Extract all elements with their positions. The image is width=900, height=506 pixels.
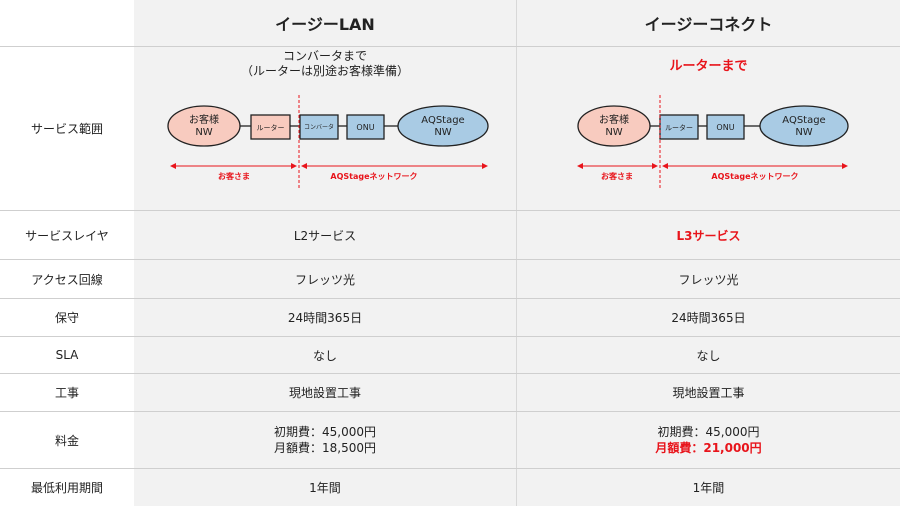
aqstage-side-label: AQStageネットワーク — [330, 171, 417, 181]
aqstage-side-label: AQStageネットワーク — [711, 171, 798, 181]
easy-lan-monthly-fee: 月額費：18,500円 — [274, 441, 376, 455]
easy-lan-scope-diagram: お客様 NW ルーター コンバータ ONU AQStage NW — [167, 95, 489, 189]
customer-nw-ellipse — [577, 105, 651, 147]
easy-connect-caption: ルーターまで — [669, 59, 748, 74]
converter-label: コンバータ — [304, 123, 334, 131]
row-label: アクセス回線 — [0, 260, 134, 298]
easy-connect-value: L3サービス — [516, 211, 900, 259]
easy-lan-value: 現地設置工事 — [134, 374, 516, 411]
aqstage-nw-label-2: NW — [434, 127, 451, 138]
easy-connect-initial-fee: 初期費：45,000円 — [657, 425, 760, 439]
row-fee: 料金 初期費：45,000円 月額費：18,500円 初期費：45,000円 月… — [0, 412, 900, 469]
easy-connect-value: 24時間365日 — [516, 299, 900, 336]
converter-box — [299, 114, 339, 140]
easy-lan-value: 1年間 — [134, 469, 516, 506]
onu-label: ONU — [716, 123, 734, 132]
easy-lan-caption-line2: （ルーターは別途お客様準備） — [240, 64, 409, 78]
row-label: 最低利用期間 — [0, 469, 134, 506]
easy-lan-fee-cell: 初期費：45,000円 月額費：18,500円 — [134, 412, 516, 468]
easy-connect-value: なし — [516, 337, 900, 373]
customer-nw-ellipse — [167, 105, 241, 147]
easy-connect-scope-diagram: お客様 NW ルーター ONU AQStage NW — [577, 95, 849, 189]
easy-connect-value: フレッツ光 — [516, 260, 900, 298]
customer-nw-label-2: NW — [605, 127, 622, 138]
easy-lan-caption-line1: コンバータまで — [282, 49, 367, 63]
easy-lan-scope-cell: コンバータまで （ルーターは別途お客様準備） お客様 NW ルーター コンバータ… — [134, 47, 516, 210]
header-empty-cell — [0, 0, 134, 46]
row-label: 保守 — [0, 299, 134, 336]
aqstage-nw-ellipse — [397, 105, 489, 147]
row-service-scope: サービス範囲 コンバータまで （ルーターは別途お客様準備） お客様 NW ルータ… — [0, 47, 900, 211]
row-construction: 工事 現地設置工事 現地設置工事 — [0, 374, 900, 412]
row-label: 料金 — [0, 412, 134, 468]
easy-connect-scope-cell: ルーターまで お客様 NW ルーター ONU AQStage NW — [516, 47, 900, 210]
router-label: ルーター — [257, 123, 285, 132]
row-label: SLA — [0, 337, 134, 373]
aqstage-nw-ellipse — [759, 105, 849, 147]
easy-connect-monthly-fee: 月額費：21,000円 — [655, 441, 762, 455]
easy-connect-value: 1年間 — [516, 469, 900, 506]
customer-nw-label-2: NW — [195, 127, 212, 138]
aqstage-nw-label-1: AQStage — [782, 115, 825, 126]
row-access-line: アクセス回線 フレッツ光 フレッツ光 — [0, 260, 900, 299]
easy-lan-value: L2サービス — [134, 211, 516, 259]
easy-lan-value: 24時間365日 — [134, 299, 516, 336]
row-label: 工事 — [0, 374, 134, 411]
customer-side-label: お客さま — [601, 171, 633, 181]
easy-lan-value: なし — [134, 337, 516, 373]
easy-connect-fee-cell: 初期費：45,000円 月額費：21,000円 — [516, 412, 900, 468]
easy-lan-initial-fee: 初期費：45,000円 — [274, 425, 376, 439]
onu-label: ONU — [356, 123, 374, 132]
router-label: ルーター — [665, 123, 693, 132]
row-min-term: 最低利用期間 1年間 1年間 — [0, 469, 900, 506]
onu-box — [706, 114, 745, 140]
customer-side-label: お客さま — [218, 171, 250, 181]
easy-lan-value: フレッツ光 — [134, 260, 516, 298]
row-sla: SLA なし なし — [0, 337, 900, 374]
row-label: サービスレイヤ — [0, 211, 134, 259]
aqstage-nw-label-2: NW — [795, 127, 812, 138]
customer-nw-label-1: お客様 — [189, 113, 219, 126]
customer-nw-label-1: お客様 — [599, 113, 629, 126]
aqstage-nw-label-1: AQStage — [421, 115, 464, 126]
column-header-easy-lan: イージーLAN — [134, 0, 516, 46]
easy-connect-value: 現地設置工事 — [516, 374, 900, 411]
onu-box — [346, 114, 385, 140]
header-row: イージーLAN イージーコネクト — [0, 0, 900, 47]
router-box — [250, 114, 291, 140]
row-label: サービス範囲 — [0, 47, 134, 210]
row-maintenance: 保守 24時間365日 24時間365日 — [0, 299, 900, 337]
row-service-layer: サービスレイヤ L2サービス L3サービス — [0, 211, 900, 260]
column-header-easy-connect: イージーコネクト — [516, 0, 900, 46]
